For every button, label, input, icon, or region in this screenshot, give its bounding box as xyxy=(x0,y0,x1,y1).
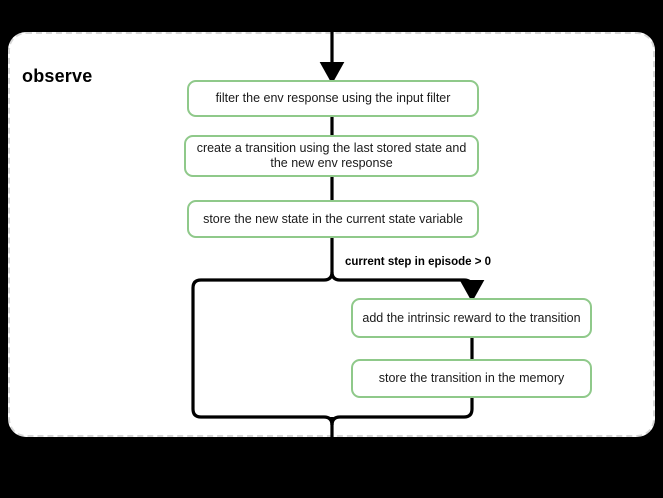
node-store-new-state[interactable]: store the new state in the current state… xyxy=(187,200,479,238)
node-filter-env-response[interactable]: filter the env response using the input … xyxy=(187,80,479,117)
node-create-transition[interactable]: create a transition using the last store… xyxy=(184,135,479,177)
node-store-transition-memory[interactable]: store the transition in the memory xyxy=(351,359,592,398)
scope-title: observe xyxy=(22,66,93,86)
node-add-intrinsic-reward[interactable]: add the intrinsic reward to the transiti… xyxy=(351,298,592,338)
branch-condition-label: current step in episode > 0 xyxy=(345,256,492,268)
